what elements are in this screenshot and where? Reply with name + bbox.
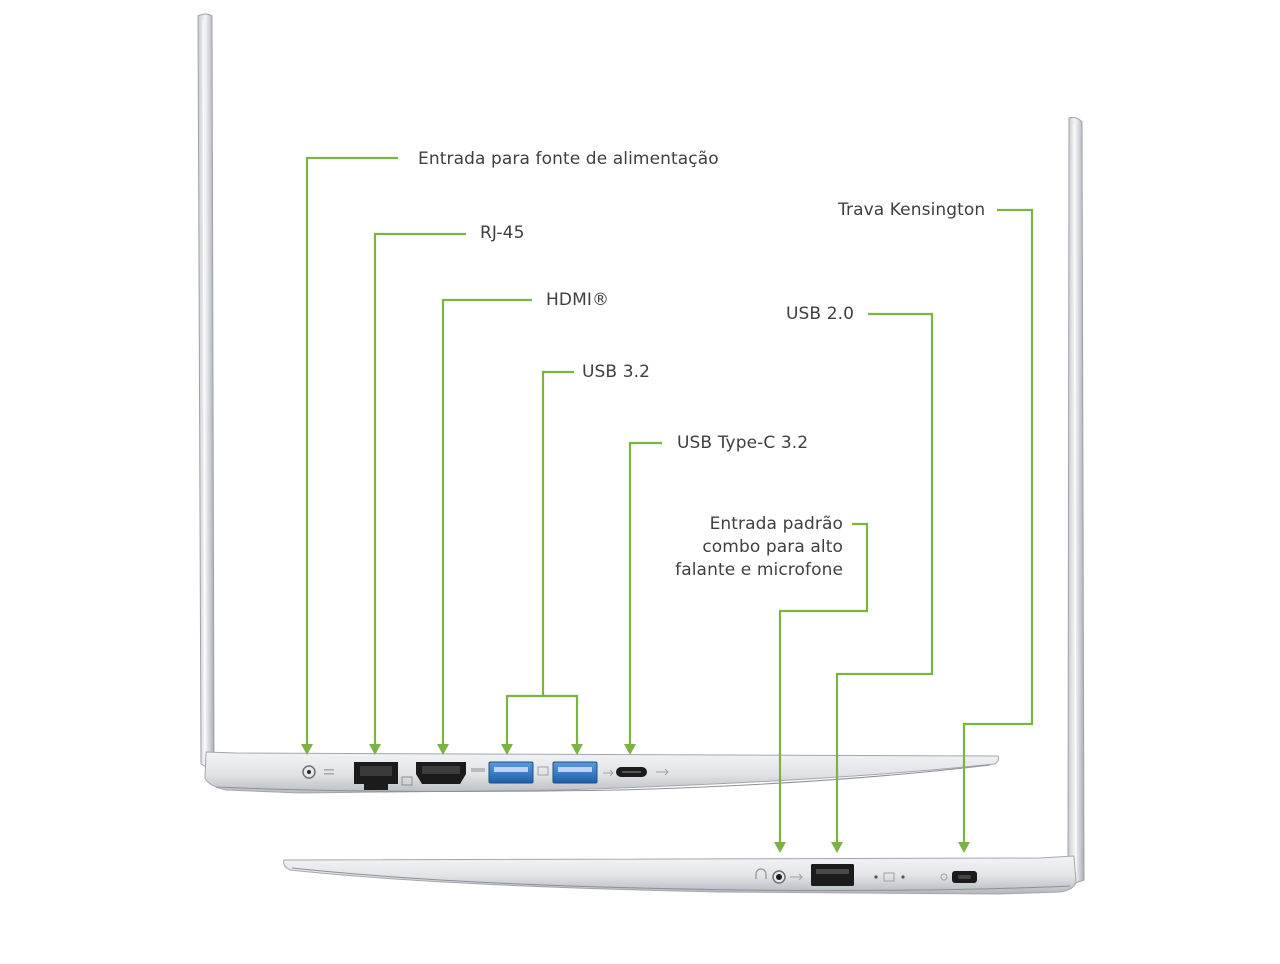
- leader-usb20: [835, 312, 934, 843]
- usb32-port-2: [552, 761, 598, 784]
- left-side-laptop: [197, 13, 1000, 794]
- usb20-port: [811, 864, 854, 886]
- label-hdmi: HDMI®: [546, 290, 610, 310]
- label-usb20: USB 2.0: [786, 304, 855, 324]
- leader-audio: [778, 522, 869, 843]
- right-laptop-base: [283, 855, 1077, 895]
- leader-usb32: [541, 370, 574, 696]
- left-laptop-base: [204, 751, 1000, 794]
- leader-hdmi: [441, 298, 532, 745]
- usb32-port-1: [488, 761, 534, 784]
- leader-arrowheads: [301, 744, 970, 853]
- leader-rj45: [373, 232, 466, 745]
- leader-usbc: [628, 441, 662, 745]
- leader-kensington: [962, 208, 1034, 843]
- audio-combo-jack-port: [772, 870, 786, 884]
- headphone-icon: [755, 868, 767, 879]
- label-audio-combo: Entrada padrão combo para alto falante e…: [675, 514, 843, 580]
- label-rj45: RJ-45: [480, 223, 525, 243]
- kensington-lock-slot: [952, 871, 977, 883]
- usb-c-port: [616, 767, 669, 777]
- right-side-laptop: [283, 117, 1085, 895]
- leader-power: [305, 156, 398, 745]
- status-indicators: [874, 872, 948, 882]
- rj45-port: [354, 762, 413, 790]
- leader-usb32-split: [505, 694, 579, 745]
- label-usb32: USB 3.2: [582, 362, 651, 382]
- power-jack-port: [302, 765, 334, 779]
- label-kensington: Trava Kensington: [838, 200, 986, 220]
- label-usb-type-c: USB Type-C 3.2: [677, 433, 809, 453]
- left-laptop-lid: [197, 13, 215, 769]
- hdmi-port: [416, 762, 485, 784]
- label-power-input: Entrada para fonte de alimentação: [418, 149, 719, 169]
- leader-lines: [305, 156, 1034, 843]
